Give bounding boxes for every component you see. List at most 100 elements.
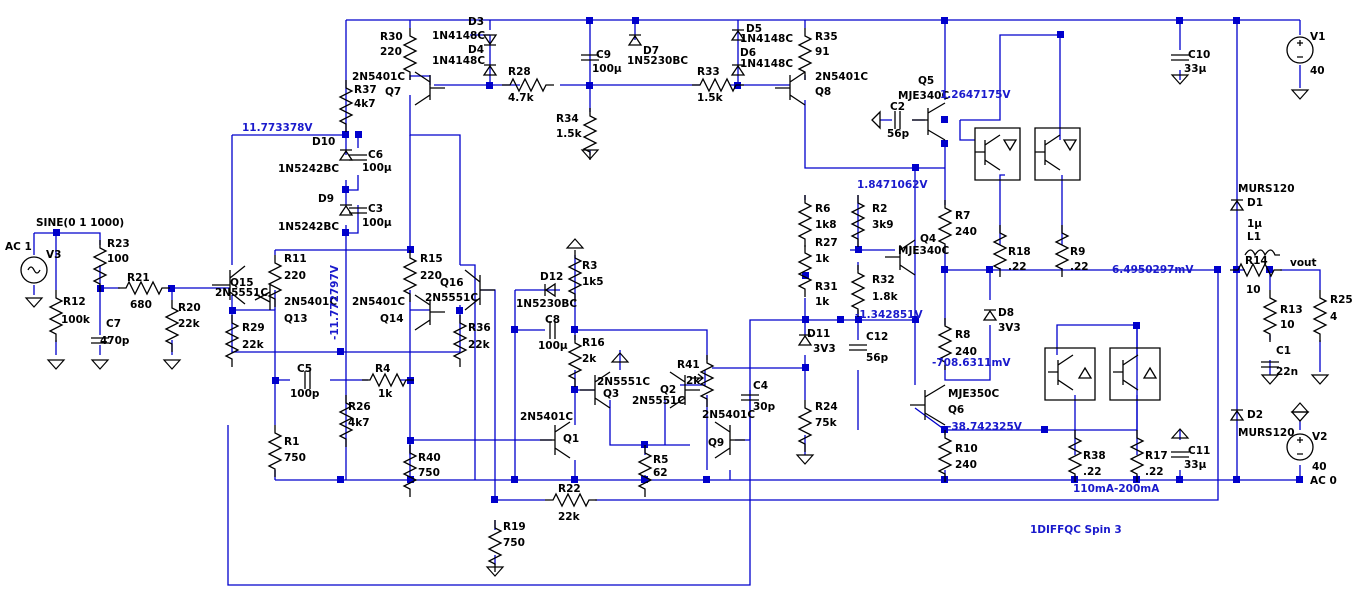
d4-type: 1N4148C xyxy=(432,55,485,67)
d9-type: 1N5242BC xyxy=(278,221,339,233)
r32-value: 1.8k xyxy=(872,291,899,303)
r36-label: R36 xyxy=(468,322,491,334)
d11-type: 3V3 xyxy=(813,343,836,355)
q4-label: Q4 xyxy=(920,233,936,245)
r13-label: R13 xyxy=(1280,304,1303,316)
d5-label: D5 xyxy=(746,23,762,35)
r6-value: 1k8 xyxy=(815,219,837,231)
r29-label: R29 xyxy=(242,322,265,334)
d1-label: D1 xyxy=(1247,197,1263,209)
l1-label: L1 xyxy=(1247,231,1261,243)
r36-value: 22k xyxy=(468,339,491,351)
d7-label: D7 xyxy=(643,45,659,57)
r30-value: 220 xyxy=(380,46,402,58)
r15-label: R15 xyxy=(420,253,443,265)
schematic-title: 1DIFFQC Spin 3 xyxy=(1030,524,1122,536)
q1-type: 2N5401C xyxy=(520,411,573,423)
r33-value: 1.5k xyxy=(697,92,724,104)
c1-label: C1 xyxy=(1276,345,1291,357)
r24-label: R24 xyxy=(815,401,838,413)
q13-type: 2N5401C xyxy=(284,296,337,308)
c2-label: C2 xyxy=(890,101,905,113)
source-sine-label: SINE(0 1 1000) xyxy=(36,217,124,229)
r6-label: R6 xyxy=(815,203,830,215)
r14-value: 10 xyxy=(1246,284,1261,296)
r31-value: 1k xyxy=(815,296,830,308)
output-device-3 xyxy=(1044,347,1096,401)
r1-value: 750 xyxy=(284,452,306,464)
d10-type: 1N5242BC xyxy=(278,163,339,175)
q2-type: 2N5551C xyxy=(632,395,685,407)
r18-label: R18 xyxy=(1008,246,1031,258)
r11-value: 220 xyxy=(284,270,306,282)
transistor-q13 xyxy=(254,285,271,310)
c12-label: C12 xyxy=(866,331,888,343)
r25-value: 4 xyxy=(1330,311,1337,323)
r13-value: 10 xyxy=(1280,319,1295,331)
r26-label: R26 xyxy=(348,401,371,413)
d5-type: 1N4148C xyxy=(740,33,793,45)
r8-label: R8 xyxy=(955,329,970,341)
c3-label: C3 xyxy=(368,203,383,215)
d8-type: 3V3 xyxy=(998,322,1021,334)
d8-label: D8 xyxy=(998,307,1014,319)
r23-value: 100 xyxy=(107,253,129,265)
r10-value: 240 xyxy=(955,459,977,471)
wire-network xyxy=(33,19,1321,586)
c5-value: 100p xyxy=(290,388,320,400)
voltage-f: 6.4950297mV xyxy=(1112,264,1194,276)
r18-value: .22 xyxy=(1008,261,1027,273)
q7-type: 2N5401C xyxy=(352,71,405,83)
transistor-q3 xyxy=(580,371,611,409)
output-device-2 xyxy=(1034,127,1081,181)
c1-value: 22n xyxy=(1276,366,1298,378)
transistor-q2 xyxy=(669,371,700,409)
r10-label: R10 xyxy=(955,443,978,455)
c12-value: 56p xyxy=(866,352,889,364)
transistor-q4 xyxy=(885,239,916,276)
q14-type: 2N5401C xyxy=(352,296,405,308)
q14-label: Q14 xyxy=(380,313,404,325)
r24-value: 75k xyxy=(815,417,838,429)
junction-dots xyxy=(53,17,1303,503)
d4-label: D4 xyxy=(468,44,484,56)
v2-ac-label: AC 0 xyxy=(1310,475,1337,487)
c10-value: 33µ xyxy=(1184,63,1207,75)
r3-label: R3 xyxy=(582,260,597,272)
r4-label: R4 xyxy=(375,363,390,375)
v2-label: V2 xyxy=(1312,431,1327,443)
r7-value: 240 xyxy=(955,226,977,238)
d12-type: 1N5230BC xyxy=(516,298,577,310)
r19-label: R19 xyxy=(503,521,526,533)
c7-label: C7 xyxy=(106,318,121,330)
r21-value: 680 xyxy=(130,299,152,311)
r16-value: 2k xyxy=(582,353,597,365)
r11-label: R11 xyxy=(284,253,307,265)
c10-label: C10 xyxy=(1188,49,1210,61)
l1-value: 1µ xyxy=(1247,218,1262,230)
r34-value: 1.5k xyxy=(556,128,583,140)
v1-label: V1 xyxy=(1310,31,1325,43)
c9-label: C9 xyxy=(596,49,611,61)
source-ac-label: AC 1 xyxy=(5,241,32,253)
c3-value: 100µ xyxy=(362,217,392,229)
r17-value: .22 xyxy=(1145,466,1164,478)
r15-value: 220 xyxy=(420,270,442,282)
c8-label: C8 xyxy=(545,314,560,326)
components xyxy=(20,27,1329,577)
c5-label: C5 xyxy=(297,363,312,375)
r12-value: 100k xyxy=(61,314,91,326)
c4-value: 30p xyxy=(753,401,776,413)
q3-type: 2N5551C xyxy=(597,376,650,388)
q4-type: MJE340C xyxy=(898,245,949,257)
q16-type: 2N5551C xyxy=(425,292,478,304)
v3-label: V3 xyxy=(46,249,61,261)
r7-label: R7 xyxy=(955,210,970,222)
voltage-a: 11.773378V xyxy=(242,122,313,134)
c11-label: C11 xyxy=(1188,445,1210,457)
d9-label: D9 xyxy=(318,193,334,205)
transistor-q9 xyxy=(714,421,745,459)
d6-type: 1N4148C xyxy=(740,58,793,70)
q13-label: Q13 xyxy=(284,313,308,325)
